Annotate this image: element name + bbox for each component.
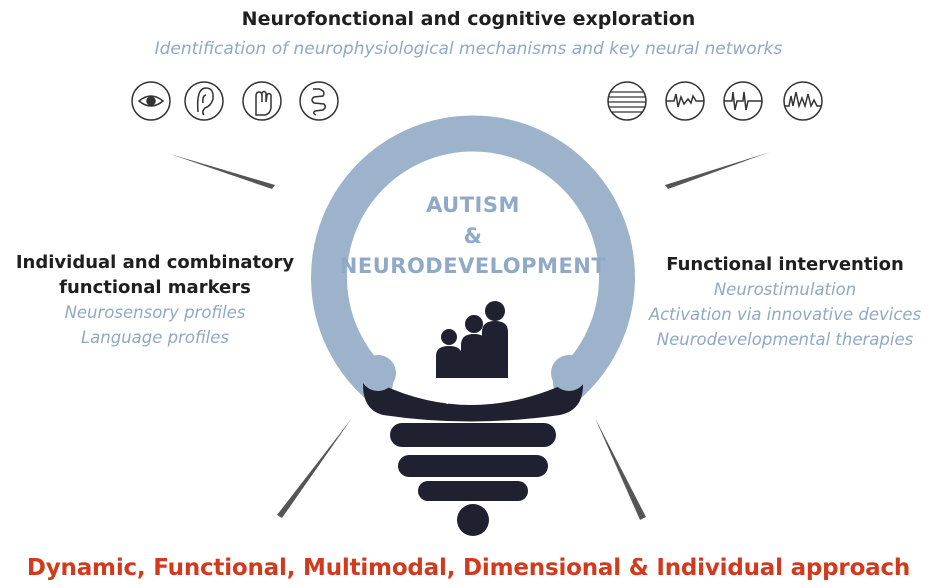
right-section: Functional intervention Neurostimulation… — [630, 252, 937, 352]
center-title-line3: NEURODEVELOPMENT — [339, 254, 607, 278]
brain-scan-icon — [607, 81, 647, 121]
left-title-line1: Individual and combinatory — [15, 252, 295, 273]
bulb-ring — [311, 115, 635, 401]
ray-upper-right — [665, 152, 770, 189]
touch-hand-icon — [242, 81, 282, 121]
heartbeat-icon — [723, 81, 763, 121]
top-title: Neurofonctional and cognitive exploratio… — [241, 8, 696, 30]
right-item: Activation via innovative devices — [648, 305, 922, 324]
bottom-tagline: Dynamic, Functional, Multimodal, Dimensi… — [26, 555, 911, 581]
ring-end-left — [360, 355, 396, 391]
top-subtitle: Identification of neurophysiological mec… — [154, 39, 783, 59]
left-item: Neurosensory profiles — [64, 303, 246, 322]
ray-lower-right — [595, 418, 646, 520]
gut-icon — [299, 81, 339, 121]
signal-wave-icon — [783, 81, 823, 121]
bulb-base-stripe-1 — [390, 423, 556, 447]
ray-upper-left — [170, 154, 275, 189]
family-icon — [436, 301, 508, 378]
left-section: Individual and combinatory functional ma… — [0, 250, 310, 350]
bulb-band — [363, 375, 583, 422]
ear-icon — [184, 81, 224, 121]
bulb-base-stripe-3 — [418, 481, 528, 501]
left-title-line2: functional markers — [59, 277, 251, 298]
band-label: AutisM — [446, 392, 494, 408]
center-title-line1: AUTISM — [426, 193, 520, 217]
right-item: Neurostimulation — [713, 280, 857, 299]
bulb-tip — [457, 504, 489, 536]
eeg-wave-icon — [665, 81, 705, 121]
left-item: Language profiles — [80, 328, 230, 347]
ring-end-right — [551, 355, 587, 391]
bulb-base-stripe-2 — [398, 455, 548, 477]
right-title: Functional intervention — [666, 254, 904, 275]
ray-lower-left — [277, 418, 352, 518]
right-item: Neurodevelopmental therapies — [656, 330, 914, 349]
center-title-line2: & — [463, 224, 483, 248]
eye-icon — [131, 81, 171, 121]
